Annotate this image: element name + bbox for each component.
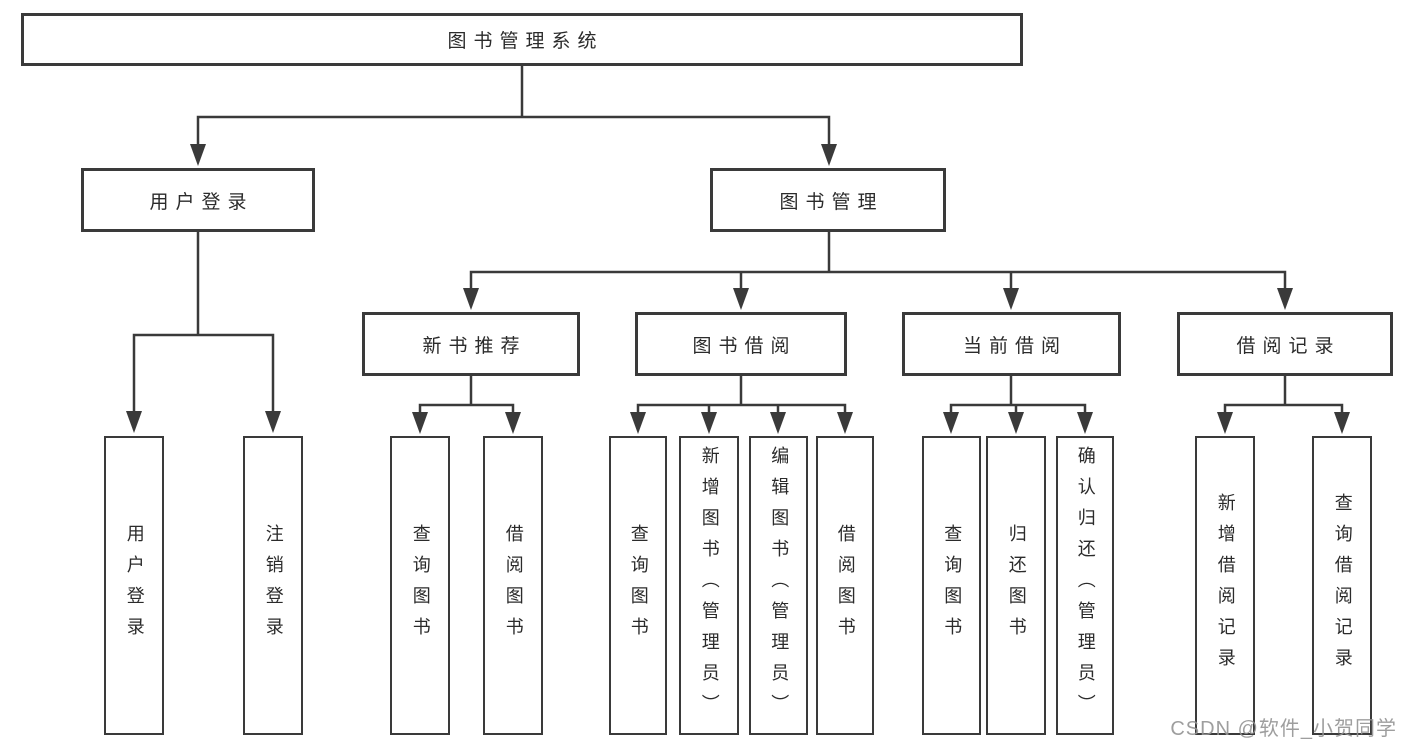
- connector-recommend-to-leaves: [418, 374, 515, 416]
- arrowhead: [630, 412, 646, 434]
- node-label: 当前借阅: [962, 335, 1067, 357]
- node-label: 新增借阅记录: [1215, 492, 1236, 679]
- node-library-system: 图书管理系统: [21, 13, 1023, 66]
- connector-root-to-level2: [196, 64, 831, 148]
- node-label: 归还图书: [1006, 523, 1027, 648]
- connector-bookborrow-to-leaves: [636, 374, 847, 416]
- node-label: 注销登录: [263, 523, 284, 648]
- node-label: 借阅图书: [835, 523, 856, 648]
- arrowhead: [821, 144, 837, 166]
- node-label: 用户登录: [124, 523, 145, 648]
- arrowhead: [837, 412, 853, 434]
- arrowhead: [505, 412, 521, 434]
- node-label: 确认归还（管理员）: [1075, 446, 1096, 725]
- leaf-query-books-recommend: 查询图书: [390, 436, 450, 735]
- arrowhead: [463, 288, 479, 310]
- arrowhead: [943, 412, 959, 434]
- node-label: 借阅记录: [1236, 335, 1341, 357]
- arrowhead: [412, 412, 428, 434]
- node-new-book-recommend: 新书推荐: [362, 312, 580, 376]
- connector-mgmt-to-level3: [469, 230, 1287, 292]
- arrowhead: [1077, 412, 1093, 434]
- connector-currentborrow-to-leaves: [949, 374, 1087, 416]
- node-label: 图书管理系统: [447, 31, 604, 52]
- arrowhead: [701, 412, 717, 434]
- node-label: 新增图书（管理员）: [699, 446, 720, 725]
- arrowheads: [126, 144, 1350, 434]
- connector-records-to-leaves: [1223, 374, 1344, 416]
- node-label: 图书管理: [779, 191, 884, 213]
- leaf-query-books-borrow: 查询图书: [609, 436, 667, 735]
- node-book-management: 图书管理: [710, 168, 946, 232]
- leaf-confirm-return-admin: 确认归还（管理员）: [1056, 436, 1114, 735]
- node-label: 查询图书: [410, 523, 431, 648]
- arrowhead: [1217, 412, 1233, 434]
- leaf-logout: 注销登录: [243, 436, 303, 735]
- node-label: 查询借阅记录: [1332, 492, 1353, 679]
- arrowhead: [126, 411, 142, 433]
- arrowhead: [190, 144, 206, 166]
- arrowhead: [733, 288, 749, 310]
- node-user-login: 用户登录: [81, 168, 315, 232]
- leaf-add-book-admin: 新增图书（管理员）: [679, 436, 739, 735]
- arrowhead: [1334, 412, 1350, 434]
- leaf-query-borrow-record: 查询借阅记录: [1312, 436, 1372, 735]
- leaf-query-books-current: 查询图书: [922, 436, 981, 735]
- watermark: CSDN @软件_小贺同学: [1170, 718, 1397, 740]
- node-book-borrow: 图书借阅: [635, 312, 847, 376]
- connector-login-to-leaves: [132, 230, 275, 415]
- leaf-borrow-books-borrow: 借阅图书: [816, 436, 874, 735]
- node-label: 用户登录: [149, 191, 254, 213]
- leaf-add-borrow-record: 新增借阅记录: [1195, 436, 1255, 735]
- arrowhead: [770, 412, 786, 434]
- node-label: 图书借阅: [692, 335, 797, 357]
- node-label: 查询图书: [942, 523, 963, 648]
- node-borrow-records: 借阅记录: [1177, 312, 1393, 376]
- arrowhead: [1277, 288, 1293, 310]
- leaf-borrow-books-recommend: 借阅图书: [483, 436, 543, 735]
- arrowhead: [1008, 412, 1024, 434]
- arrowhead: [1003, 288, 1019, 310]
- arrowhead: [265, 411, 281, 433]
- leaf-return-books: 归还图书: [986, 436, 1046, 735]
- node-label: 查询图书: [628, 523, 649, 648]
- node-label: 新书推荐: [422, 335, 527, 357]
- node-current-borrow: 当前借阅: [902, 312, 1121, 376]
- node-label: 借阅图书: [503, 523, 524, 648]
- node-label: 编辑图书（管理员）: [769, 446, 790, 725]
- leaf-edit-book-admin: 编辑图书（管理员）: [749, 436, 808, 735]
- leaf-user-login: 用户登录: [104, 436, 164, 735]
